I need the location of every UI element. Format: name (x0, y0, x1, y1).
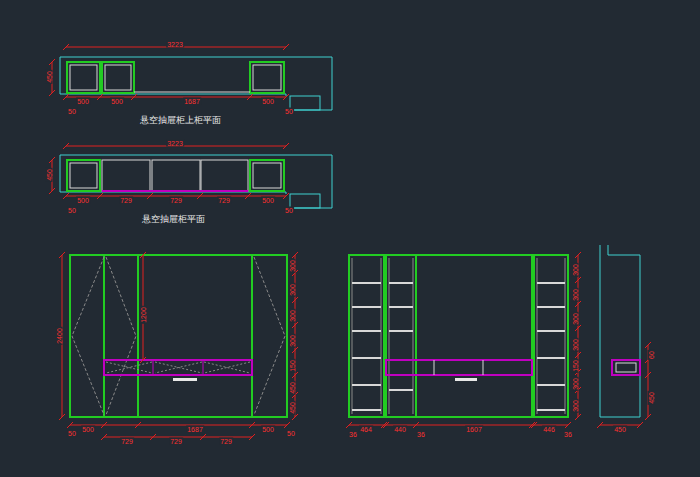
dimension-text: 729 (217, 197, 231, 204)
dimension-text: 729 (169, 438, 183, 445)
dimension-text: 3223 (166, 140, 184, 147)
dimension-text: 446 (542, 426, 556, 433)
dimension-text: 450 (289, 381, 296, 395)
dimension-text: 50 (286, 430, 296, 437)
dimension-text: 300 (289, 259, 296, 273)
dimension-text: 500 (110, 98, 124, 105)
dimension-text: 1687 (183, 98, 201, 105)
dimension-text: 450 (46, 70, 53, 84)
dimension-text: 150 (289, 359, 296, 373)
dimension-text: 2400 (56, 327, 63, 345)
dimension-text: 500 (261, 197, 275, 204)
dimension-text: 500 (261, 426, 275, 433)
dimension-text: 50 (284, 108, 294, 115)
dimension-text: 300 (289, 309, 296, 323)
dimension-text: 450 (46, 168, 53, 182)
dimension-text: 450 (289, 401, 296, 415)
dimension-text: 729 (169, 197, 183, 204)
dimension-text: 500 (261, 98, 275, 105)
dimension-text: 36 (348, 431, 358, 438)
dimension-text: 60 (648, 350, 655, 360)
dimension-text: 440 (393, 426, 407, 433)
dimension-text: 300 (572, 399, 579, 413)
dimension-text: 1687 (186, 426, 204, 433)
dimension-text: 729 (120, 438, 134, 445)
dimension-text: 1200 (140, 306, 147, 324)
dimension-text: 1607 (465, 426, 483, 433)
dimension-text: 464 (359, 426, 373, 433)
dimension-text: 36 (563, 431, 573, 438)
dimension-text: 150 (572, 359, 579, 373)
dimension-text: 500 (76, 98, 90, 105)
dimension-text: 50 (67, 207, 77, 214)
view-caption: 悬空抽屉柜上柜平面 (139, 116, 222, 125)
dimension-text: 300 (572, 377, 579, 391)
dimension-text: 36 (416, 431, 426, 438)
dimension-text: 300 (289, 283, 296, 297)
dimension-text: 450 (613, 426, 627, 433)
dimension-text: 729 (219, 438, 233, 445)
dimension-text: 300 (572, 312, 579, 326)
dimension-text: 50 (67, 430, 77, 437)
dimension-text: 500 (76, 197, 90, 204)
dimension-text: 50 (284, 207, 294, 214)
dimension-text: 300 (572, 338, 579, 352)
dimension-text: 300 (572, 288, 579, 302)
dimension-text: 3223 (166, 41, 184, 48)
dimension-text: 500 (81, 426, 95, 433)
dimension-text: 50 (67, 108, 77, 115)
dimension-text: 300 (289, 334, 296, 348)
dimension-text: 450 (648, 391, 655, 405)
view-caption: 悬空抽屉柜平面 (141, 215, 206, 224)
dimension-text: 729 (119, 197, 133, 204)
dimension-text: 300 (572, 263, 579, 277)
